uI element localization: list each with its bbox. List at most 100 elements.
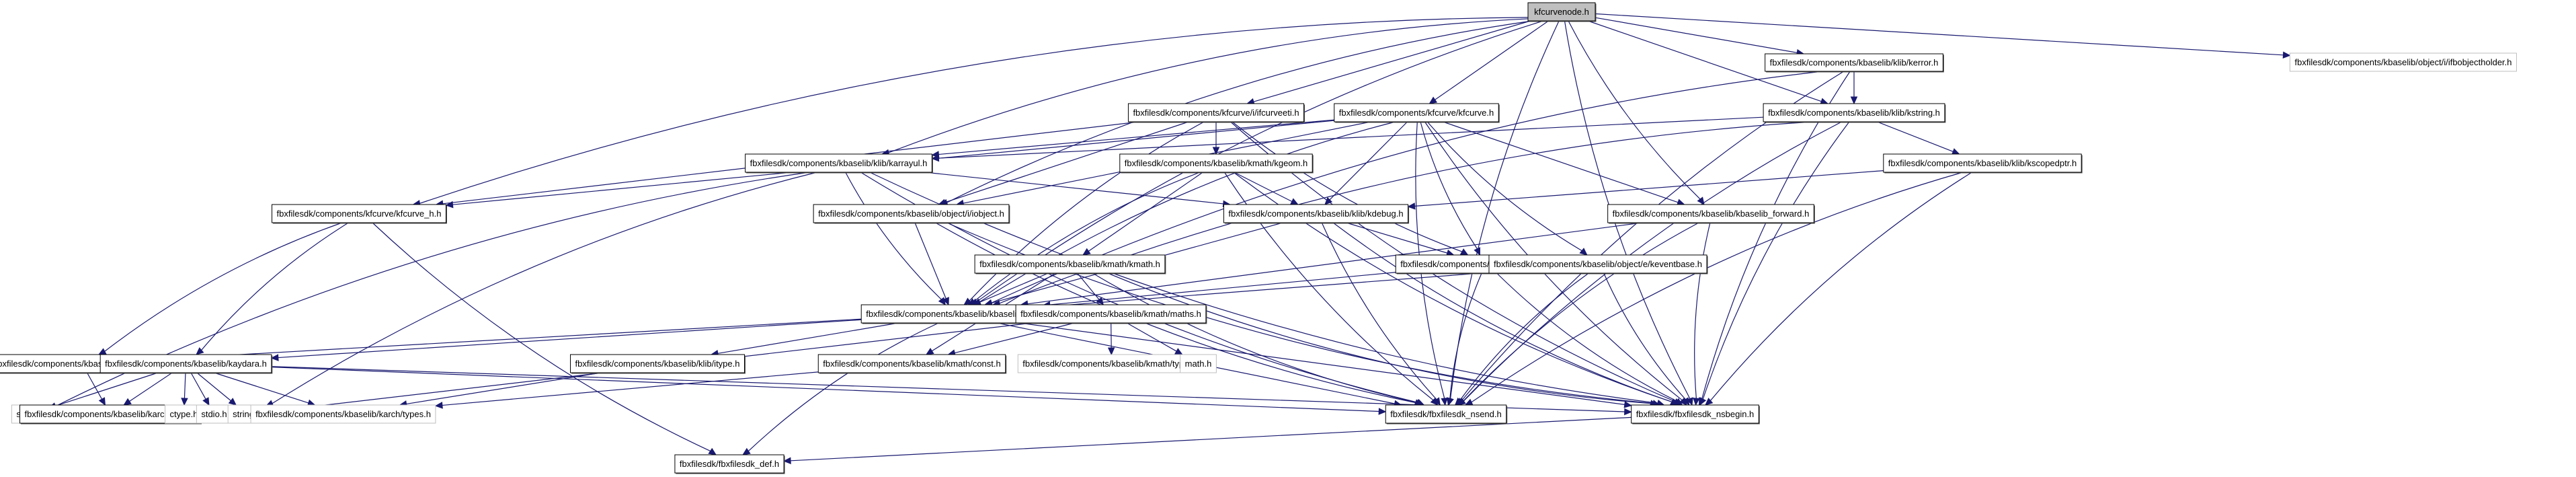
node-itype[interactable]: fbxfilesdk/components/kbaselib/klib/ityp… — [570, 354, 746, 374]
edge-kscopedptr-to-nsend — [1471, 172, 1964, 403]
edge-kfcurve-to-kdebug — [1329, 121, 1408, 200]
edge-root-to-kstring — [1587, 20, 1822, 102]
node-label: fbxfilesdk/components/kbaselib/object/e/… — [1494, 259, 1702, 269]
node-box — [570, 354, 745, 373]
edge-kaydara-to-string_h — [196, 372, 231, 402]
node-kbaselib-h[interactable]: fbxfilesdk/components/kbaselib/kbaselib_… — [860, 304, 1045, 324]
node-label: fbxfilesdk/components/kbaselib/karch/arc… — [24, 409, 196, 419]
edge-kaydara-to-nsend — [271, 366, 1379, 412]
node-box — [2289, 52, 2518, 72]
arrowhead-icon — [742, 447, 751, 455]
node-label: fbxfilesdk/components/kbaselib/kmath/kge… — [1125, 158, 1307, 168]
node-kaydara[interactable]: fbxfilesdk/components/kbaselib/kaydara.h — [99, 354, 273, 374]
node-kgeom[interactable]: fbxfilesdk/components/kbaselib/kmath/kge… — [1119, 153, 1314, 174]
node-box — [99, 354, 272, 373]
node-nsbegin[interactable]: fbxfilesdk/fbxfilesdk_nsbegin.h — [1631, 404, 1760, 425]
edge-root-to-kfcurve — [1435, 20, 1549, 100]
edge-itype-to-karch_types — [406, 372, 601, 405]
edge-ktime-to-nsend — [1449, 272, 1482, 399]
arrowhead-icon — [202, 397, 210, 406]
edge-kaydaradef-to-arch — [87, 372, 103, 400]
node-box — [1631, 404, 1759, 424]
edges-layer — [48, 13, 2291, 465]
edge-kstring-to-kscopedptr — [1877, 121, 1954, 152]
node-kerror[interactable]: fbxfilesdk/components/kbaselib/klib/kerr… — [1765, 53, 1944, 73]
arrowhead-icon — [967, 298, 976, 305]
node-label: fbxfilesdk/components/kbaselib/klib/kstr… — [1768, 108, 1940, 118]
arrowhead-icon — [942, 297, 949, 306]
arrowhead-icon — [931, 151, 940, 158]
node-kscopedptr[interactable]: fbxfilesdk/components/kbaselib/klib/ksco… — [1883, 153, 2083, 174]
node-box — [250, 404, 436, 424]
arrowhead-icon — [1699, 397, 1707, 406]
node-label: ctype.h — [170, 409, 198, 419]
node-label: fbxfilesdk/fbxfilesdk_def.h — [680, 459, 779, 469]
arrowhead-icon — [1446, 397, 1454, 406]
edge-kscopedptr-to-nsbegin — [1710, 172, 1972, 401]
node-label: fbxfilesdk/components/kbaselib/kaydara.h — [105, 359, 267, 369]
node-label: stdio.h — [201, 409, 227, 419]
edge-ktime-to-nsbegin — [1496, 272, 1677, 402]
node-label: fbxfilesdk/components/kbaselib/kmath/typ… — [1022, 359, 1200, 369]
node-box — [1180, 354, 1217, 373]
node-box — [1119, 153, 1313, 173]
edge-root-to-kbaselib_forward — [1568, 20, 1701, 200]
node-nsend[interactable]: fbxfilesdk/fbxfilesdk_nsend.h — [1385, 404, 1508, 425]
node-kmath[interactable]: fbxfilesdk/components/kbaselib/kmath/kma… — [974, 254, 1166, 274]
edge-kscopedptr-to-kdebug — [1414, 170, 1884, 207]
edge-kdebug-to-nsbegin — [1332, 222, 1673, 402]
node-label: fbxfilesdk/fbxfilesdk_nsend.h — [1390, 409, 1501, 419]
edge-keventbase-to-nsbegin — [1603, 272, 1686, 400]
edge-karrayul-to-string_h — [272, 172, 817, 404]
node-label: fbxfilesdk/components/kbaselib/klib/kdeb… — [1228, 209, 1403, 219]
node-keventbase[interactable]: fbxfilesdk/components/kbaselib/object/e/… — [1488, 254, 1708, 274]
edge-maths-to-const — [955, 322, 1075, 354]
edge-kbaselib_forward-to-kbaselib_h — [1027, 222, 1642, 305]
node-kbaselib-forward[interactable]: fbxfilesdk/components/kbaselib/kbaselib_… — [1607, 204, 1815, 224]
arrowhead-icon — [1951, 148, 1960, 155]
edge-root-to-karrayul — [888, 18, 1529, 153]
edge-kgeom-to-kmath — [1088, 172, 1203, 252]
node-box — [860, 304, 1044, 324]
node-kdebug[interactable]: fbxfilesdk/components/kbaselib/klib/kdeb… — [1223, 204, 1410, 224]
edge-kfcurve-to-karrayul — [938, 119, 1334, 155]
arrowhead-icon — [1624, 408, 1632, 416]
edge-kbaselib_h-to-kaydara — [278, 319, 862, 359]
edge-kaydara-to-arch — [129, 372, 173, 402]
edge-kfcurve_h-to-kaydaradef — [104, 222, 343, 352]
node-kstring[interactable]: fbxfilesdk/components/kbaselib/klib/kstr… — [1763, 103, 1946, 123]
arrowhead-icon — [1697, 196, 1705, 205]
node-box — [272, 204, 446, 223]
arrowhead-icon — [228, 398, 237, 406]
arrowhead-icon — [1454, 397, 1463, 406]
edge-kbaselib_forward-to-nsend — [1463, 222, 1699, 402]
edge-kfcurve_h-to-kaydara — [201, 222, 349, 351]
arrowhead-icon — [708, 447, 717, 455]
node-label: fbxfilesdk/components/kbaselib/object/i/… — [2294, 57, 2511, 67]
arrowhead-icon — [1682, 397, 1690, 406]
node-label: fbxfilesdk/components/kbaselib/klib/kerr… — [1770, 58, 1939, 68]
edge-kaydara-to-ctype — [184, 372, 186, 399]
node-box — [817, 354, 1006, 373]
node-kfcurve-h[interactable]: fbxfilesdk/components/kfcurve/kfcurve_h.… — [272, 204, 447, 224]
node-iobject[interactable]: fbxfilesdk/components/kbaselib/object/i/… — [813, 204, 1010, 224]
node-math-h: math.h — [1180, 354, 1217, 373]
node-karch-types: fbxfilesdk/components/kbaselib/karch/typ… — [250, 404, 436, 424]
edge-kdebug-to-nsend — [1321, 222, 1437, 400]
node-kfcurve[interactable]: fbxfilesdk/components/kfcurve/kfcurve.h — [1334, 103, 1500, 123]
node-box — [1127, 103, 1305, 122]
edge-kmath-to-maths — [1077, 272, 1100, 300]
node-const[interactable]: fbxfilesdk/components/kbaselib/kmath/con… — [817, 354, 1007, 374]
node-def[interactable]: fbxfilesdk/fbxfilesdk_def.h — [674, 454, 785, 474]
node-ifcurveeti[interactable]: fbxfilesdk/components/kfcurve/i/ifcurvee… — [1127, 103, 1305, 123]
edge-kfcurve-to-ktime — [1420, 121, 1478, 250]
root-node: kfcurvenode.h — [1527, 2, 1597, 22]
arrowhead-icon — [1441, 398, 1448, 406]
node-maths[interactable]: fbxfilesdk/components/kbaselib/kmath/mat… — [1015, 304, 1207, 324]
node-box — [1527, 2, 1596, 22]
arrowhead-icon — [2282, 51, 2291, 59]
arrowhead-icon — [97, 348, 107, 355]
arrowhead-icon — [1407, 203, 1416, 210]
node-karrayul[interactable]: fbxfilesdk/components/kbaselib/klib/karr… — [745, 153, 933, 174]
